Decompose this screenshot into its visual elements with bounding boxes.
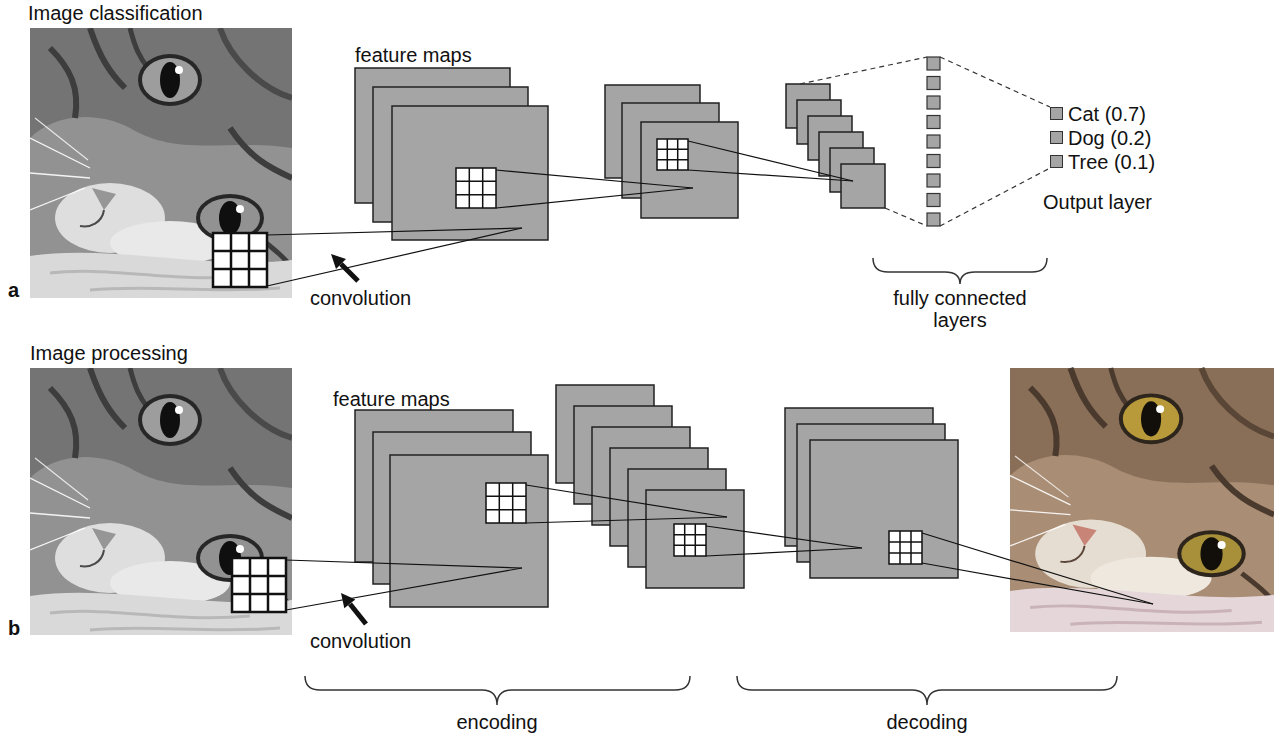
receptive-field-line [286,560,522,568]
dense-neuron [927,116,940,129]
convolution-arrow [341,264,358,281]
convolution-kernel [486,483,526,523]
receptive-field-line [706,548,862,556]
dense-neuron [927,57,940,70]
dense-neuron [927,155,940,168]
convolution-kernel [232,558,286,612]
input-image [30,368,292,635]
receptive-field-line [267,141,1153,610]
feature-map [390,455,548,607]
receptive-field-line [286,568,522,610]
convolution-kernel [456,168,496,208]
group-bracket [737,676,1117,705]
dense-neuron [927,194,940,207]
receptive-field-line [496,170,693,188]
receptive-field-line [267,228,522,286]
operation-label: convolution [310,287,411,309]
output-image [1010,368,1274,632]
convolution-kernel [213,233,267,287]
convolution-arrow [341,593,355,608]
convolution-kernel [232,558,286,612]
group-bracket [873,258,1047,284]
input-image [30,368,292,635]
dense-neuron [927,135,940,148]
feature-map [646,490,744,588]
input-image [30,28,292,298]
panel-letter: b [8,617,20,639]
layer-label: feature maps [355,44,472,66]
dense-connection [940,57,1050,107]
receptive-field-line [922,533,1153,604]
convolution-kernel [456,168,496,208]
receptive-field-line [922,563,1153,604]
panel-title: Image processing [30,342,188,364]
convolution-kernel [456,139,922,564]
receptive-field-line [496,188,693,208]
group-label: encoding [456,711,537,733]
dense-neuron [927,213,940,226]
dense-connection [800,57,1050,226]
receptive-field-line [526,517,727,523]
dense-connection [800,57,927,84]
convolution-kernel [486,483,526,523]
output-neuron: Tree (0.1) [1050,155,1063,168]
dense-connection [940,168,1050,226]
convolution-arrow [350,604,366,624]
operation-label: convolution [310,630,411,652]
convolution-kernel [674,524,706,556]
class-score: Tree (0.1) [1068,151,1155,173]
dense-neuron [927,96,940,109]
convolution-kernel [213,233,267,287]
output-neuron: Dog (0.2) [1050,131,1063,144]
class-score: Dog (0.2) [1068,127,1151,149]
receptive-field-line [526,485,727,517]
convolution-kernel [657,139,688,170]
convolution-kernel [674,524,706,556]
output-neuron: Cat (0.7) [1050,107,1063,120]
convolution-kernel [657,139,688,170]
receptive-field-line [267,228,522,235]
receptive-field-line [688,170,853,181]
panel-letter: a [8,279,19,301]
convolution-kernel [213,139,922,612]
convolution-kernel [889,531,922,564]
class-score: Cat (0.7) [1068,103,1146,125]
feature-map [841,164,885,208]
receptive-field-line [688,141,853,181]
dense-connection [885,208,927,226]
convolution-kernel [213,233,286,612]
feature-map [355,68,958,607]
input-image [30,28,292,298]
group-bracket [305,676,690,705]
output-image [1010,368,1274,632]
layer-label: Output layer [1043,191,1152,213]
layer-label: feature maps [333,388,450,410]
dense-neuron [927,57,940,226]
group-label: fully connected layers [875,287,1045,331]
convolution-arrow [331,254,346,269]
group-label: decoding [886,711,967,733]
group-bracket [305,258,1117,705]
dense-neuron [927,77,940,90]
receptive-field-line [706,526,862,548]
convolution-kernel [889,531,922,564]
panel-title: Image classification [28,2,203,24]
convolution-arrow [331,254,366,624]
dense-neuron [927,174,940,187]
feature-map [810,440,958,578]
